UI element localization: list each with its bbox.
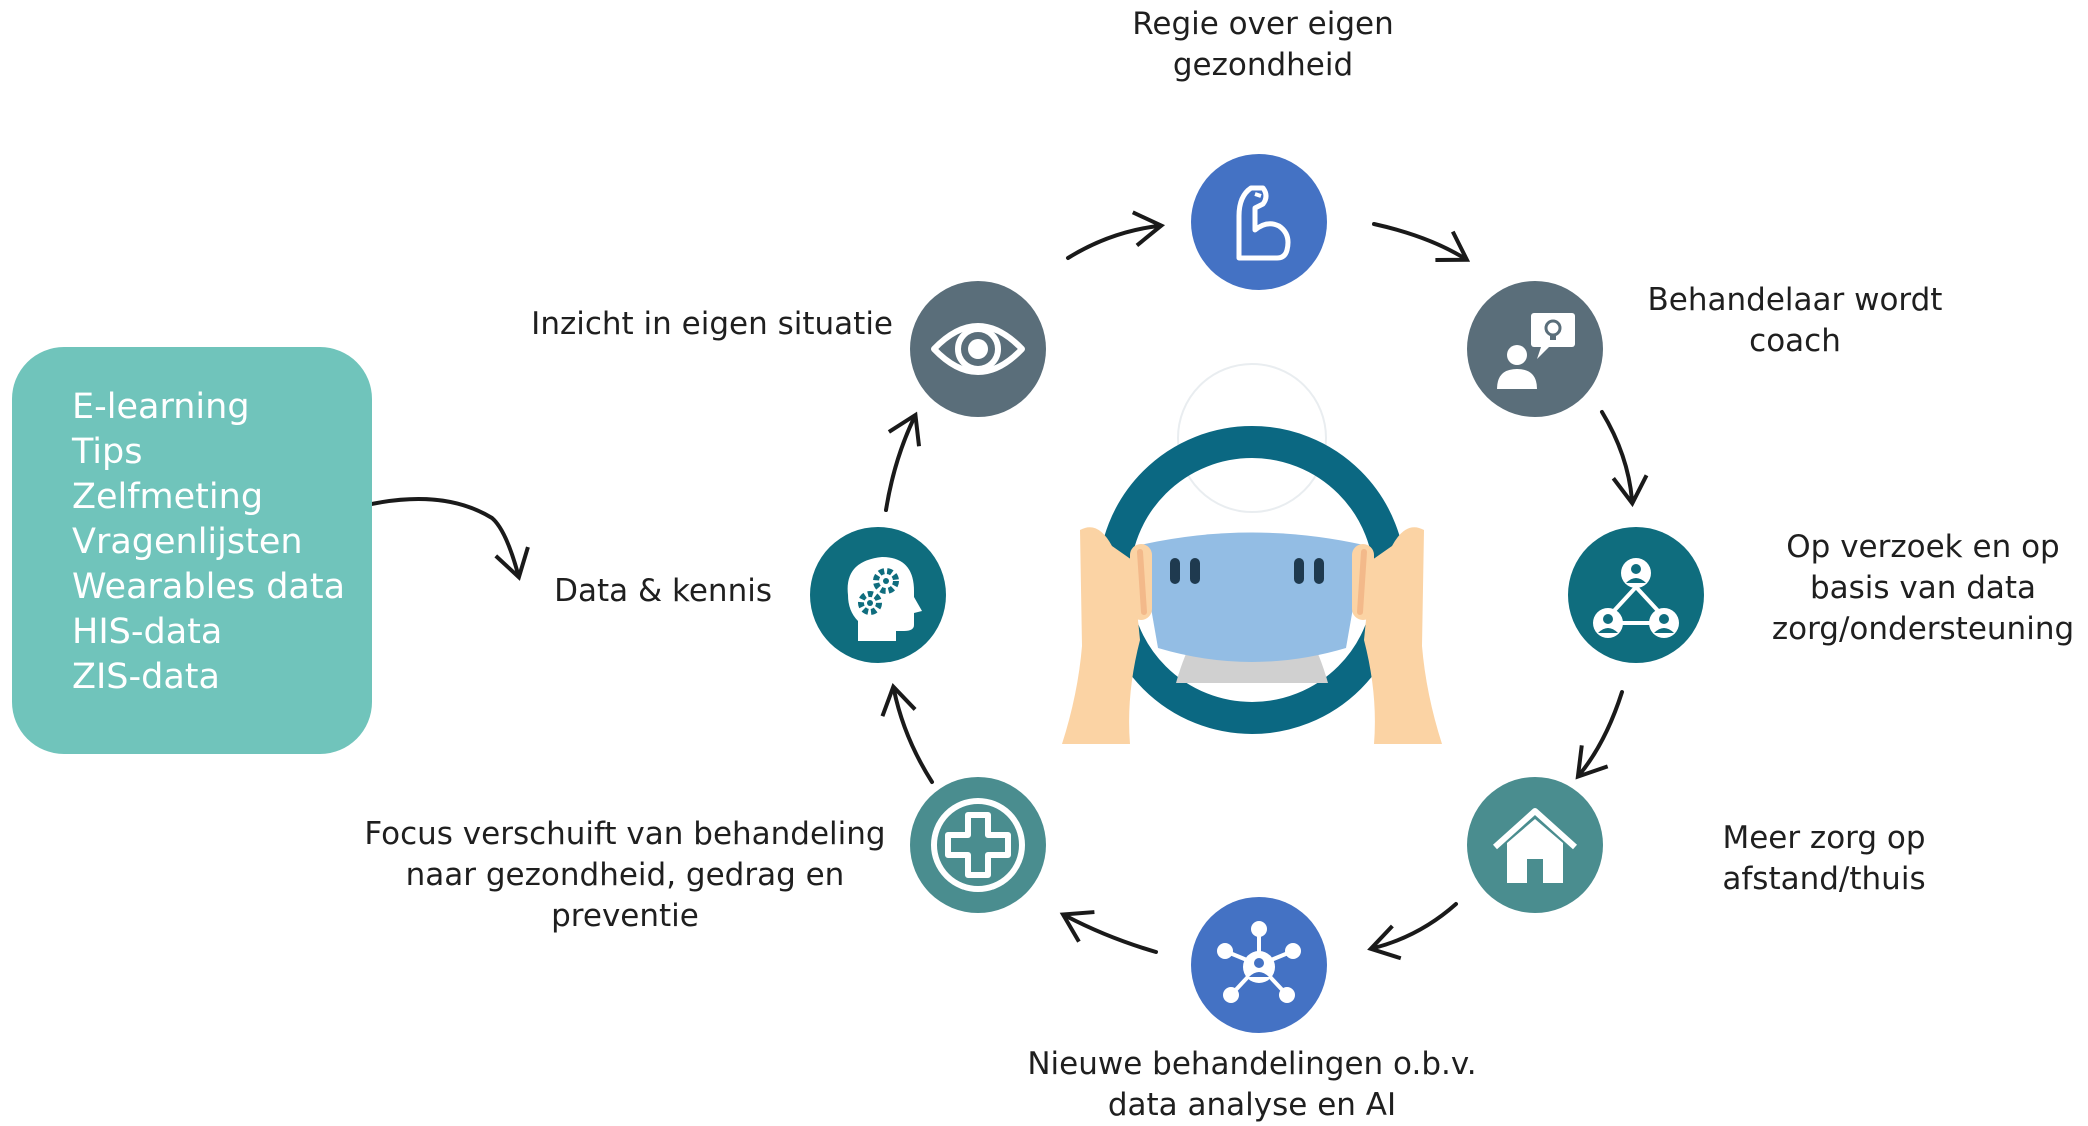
arrow-focus-to-data xyxy=(880,683,934,784)
arrow-inzicht-to-regie xyxy=(1066,210,1166,260)
label-verzoek: Op verzoek en op basis van data zorg/onder… xyxy=(1772,527,2074,650)
label-line: data analyse en AI xyxy=(1107,1087,1397,1123)
data-source-item: Vragenlijsten xyxy=(72,522,303,562)
data-source-item: ZIS-data xyxy=(72,657,220,697)
label-focus: Focus verschuift van behandeling naar gez… xyxy=(364,814,885,937)
cycle-arrows xyxy=(352,210,1649,961)
label-line: Nieuwe behandelingen o.b.v. xyxy=(1027,1046,1477,1082)
label-data: Data & kennis xyxy=(554,571,772,612)
data-source-item: Zelfmeting xyxy=(72,477,264,517)
node-coach xyxy=(1467,281,1603,417)
arrow-thuis-to-ai xyxy=(1367,902,1458,961)
arrow-source-to-data xyxy=(352,497,530,581)
data-source-item: Wearables data xyxy=(72,567,346,607)
label-line: gezondheid xyxy=(1172,47,1354,83)
node-inzicht xyxy=(910,281,1046,417)
arrow-coach-to-verzoek xyxy=(1600,410,1649,508)
label-line: basis van data xyxy=(1809,570,2037,606)
label-coach: Behandelaar wordt coach xyxy=(1648,280,1943,362)
data-source-item: HIS-data xyxy=(72,612,223,652)
label-line: Regie over eigen xyxy=(1132,6,1394,42)
muscle-arm-icon xyxy=(1236,185,1291,261)
label-line: Focus verschuift van behandeling xyxy=(364,816,886,852)
label-line: naar gezondheid, gedrag en xyxy=(405,857,845,893)
label-line: Behandelaar wordt xyxy=(1647,282,1943,318)
label-line: Op verzoek en op xyxy=(1786,529,2060,565)
arrow-data-to-inzicht xyxy=(884,411,922,512)
label-thuis: Meer zorg op afstand/thuis xyxy=(1722,818,1925,900)
brain-gears-icon xyxy=(847,557,922,641)
steering-wheel-hands-icon xyxy=(1062,363,1442,744)
data-source-item: E-learning xyxy=(72,387,250,427)
coach-idea-icon xyxy=(1497,313,1575,389)
node-regie xyxy=(1191,154,1327,290)
label-line: Inzicht in eigen situatie xyxy=(531,306,893,342)
eye-icon xyxy=(931,323,1025,375)
medical-cross-icon xyxy=(931,798,1025,892)
label-regie: Regie over eigen gezondheid xyxy=(1132,4,1394,86)
hub-network-icon xyxy=(1217,921,1301,1003)
node-thuis xyxy=(1467,777,1603,913)
node-data xyxy=(810,527,946,663)
node-verzoek xyxy=(1568,527,1704,663)
label-line: afstand/thuis xyxy=(1722,861,1926,897)
label-line: zorg/ondersteuning xyxy=(1771,611,2075,647)
label-line: Meer zorg op xyxy=(1722,820,1926,856)
arrow-verzoek-to-thuis xyxy=(1575,690,1624,780)
arrow-ai-to-focus xyxy=(1059,910,1158,954)
label-line: Data & kennis xyxy=(554,573,772,609)
network-people-icon xyxy=(1593,558,1679,638)
label-ai: Nieuwe behandelingen o.b.v. data analyse … xyxy=(1027,1044,1476,1126)
arrow-regie-to-coach xyxy=(1372,222,1471,263)
node-ai xyxy=(1191,897,1327,1033)
label-line: preventie xyxy=(551,898,699,934)
home-icon xyxy=(1492,808,1578,883)
label-line: coach xyxy=(1749,323,1841,359)
data-source-item: Tips xyxy=(72,432,143,472)
node-focus xyxy=(910,777,1046,913)
label-inzicht: Inzicht in eigen situatie xyxy=(531,304,893,345)
